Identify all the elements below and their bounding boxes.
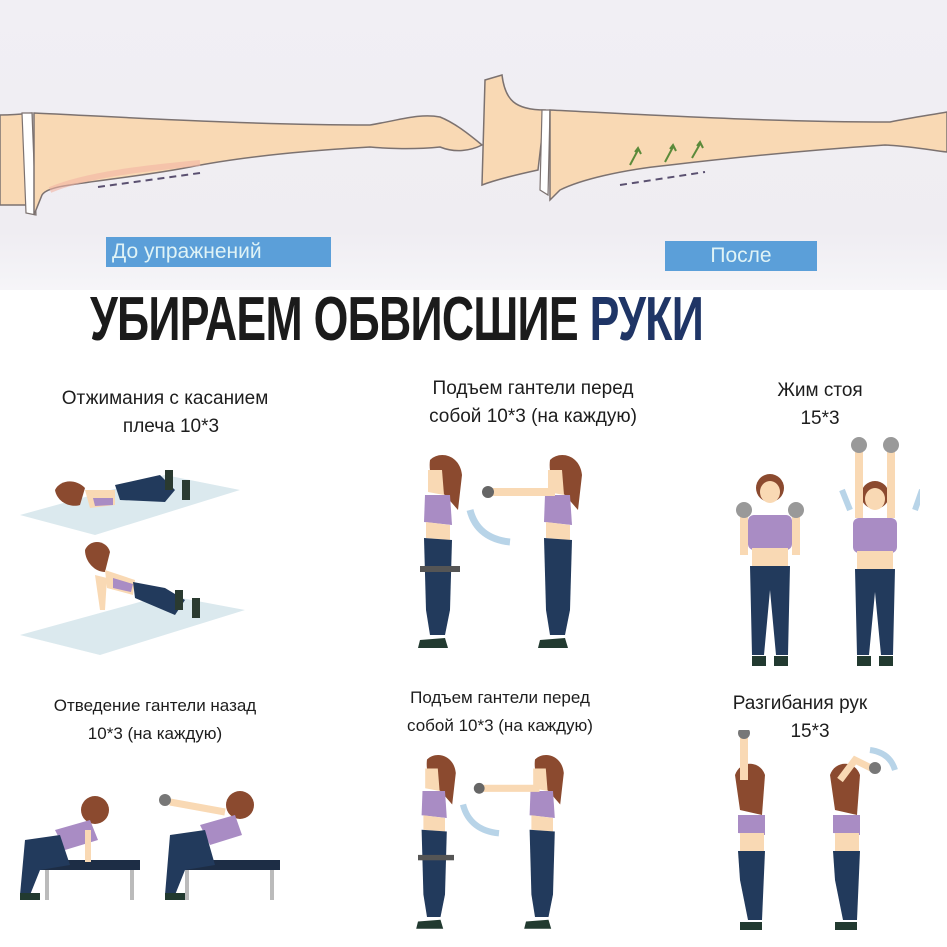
page-title: УБИРАЕМ ОБВИСШИЕ РУКИ	[90, 280, 704, 360]
exercise-title: Подъем гантели перед собой 10*3 (на кажд…	[407, 688, 593, 735]
before-label: До упражнений	[106, 237, 331, 267]
after-label: После	[665, 241, 817, 271]
standing-overhead-press-illustration	[736, 437, 920, 666]
exercise-title: Жим стоя 15*3	[777, 380, 863, 429]
dumbbell-kickback-illustration	[20, 791, 280, 900]
exercise-title: Отжимания с касанием плеча 10*3	[61, 388, 269, 437]
shoulder-tap-pushup-illustration	[20, 470, 245, 655]
exercise-title: Разгибания рук 15*3	[732, 693, 868, 742]
overhead-triceps-extension-illustration	[735, 730, 898, 930]
arm-before-illustration	[0, 112, 484, 216]
exercise-title: Подъем гантели перед собой 10*3 (на кажд…	[429, 378, 637, 427]
arm-after-illustration	[481, 74, 947, 202]
title-accent: РУКИ	[589, 285, 704, 354]
exercise-title: Отведение гантели назад 10*3 (на каждую)	[53, 696, 257, 743]
front-dumbbell-raise-illustration	[418, 455, 582, 648]
front-dumbbell-raise-illustration	[416, 755, 564, 929]
title-main: УБИРАЕМ ОБВИСШИЕ	[90, 285, 590, 354]
